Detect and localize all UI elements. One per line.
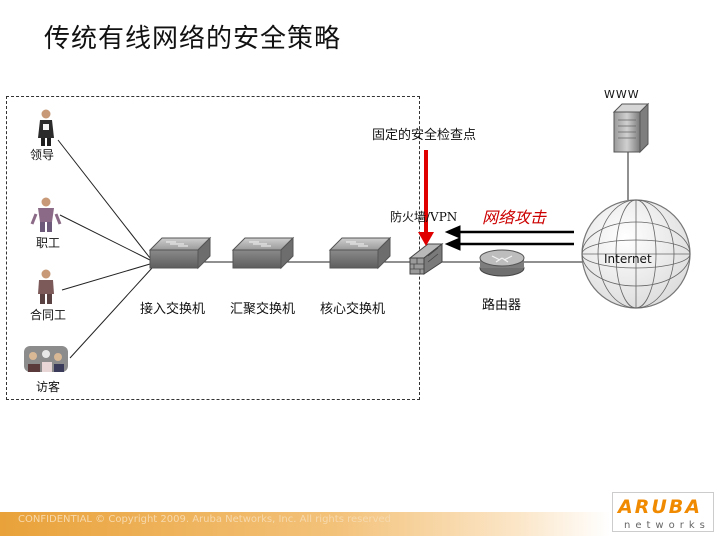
firewall-label: 防火墙/VPN xyxy=(390,210,458,224)
footer-copyright: CONFIDENTIAL © Copyright 2009. Aruba Net… xyxy=(18,514,392,525)
link-leader xyxy=(57,139,151,259)
access-switch-icon xyxy=(148,236,212,270)
router-label: 路由器 xyxy=(482,298,522,313)
contractor-label: 合同工 xyxy=(30,308,67,322)
internet-label: Internet xyxy=(604,252,652,266)
page-title: 传统有线网络的安全策略 xyxy=(44,24,342,54)
contractor-person-icon xyxy=(38,269,54,304)
footer-bar xyxy=(0,512,610,536)
router-icon xyxy=(479,249,525,277)
aruba-logo xyxy=(612,492,714,532)
internet-globe-icon xyxy=(581,199,691,309)
attack-label: 网络攻击 xyxy=(482,208,547,227)
www-server-icon xyxy=(612,102,650,154)
link-visitor xyxy=(69,267,153,359)
staff-person-icon xyxy=(30,197,62,232)
attack-arrows xyxy=(444,225,574,251)
link-contractor xyxy=(61,263,151,291)
aggregation-switch-label: 汇聚交换机 xyxy=(230,302,296,317)
www-label: WWW xyxy=(604,88,640,101)
checkpoint-arrow xyxy=(418,150,434,246)
aggregation-switch-icon xyxy=(231,236,295,270)
leader-person-icon xyxy=(38,109,54,146)
access-switch-label: 接入交换机 xyxy=(140,302,206,317)
aruba-logo-sub: networks xyxy=(624,520,710,531)
core-switch-icon xyxy=(328,236,392,270)
user-link-lines xyxy=(57,139,153,359)
firewall-icon xyxy=(408,242,444,275)
visitor-group-icon xyxy=(24,346,68,372)
aruba-logo-word: ARUBA xyxy=(618,496,702,518)
leader-label: 领导 xyxy=(30,148,55,162)
core-switch-label: 核心交换机 xyxy=(320,302,386,317)
checkpoint-label: 固定的安全检查点 xyxy=(372,128,477,143)
visitor-label: 访客 xyxy=(36,380,61,394)
link-staff xyxy=(59,214,151,261)
staff-label: 职工 xyxy=(36,236,61,250)
internal-network-boundary xyxy=(6,96,420,400)
